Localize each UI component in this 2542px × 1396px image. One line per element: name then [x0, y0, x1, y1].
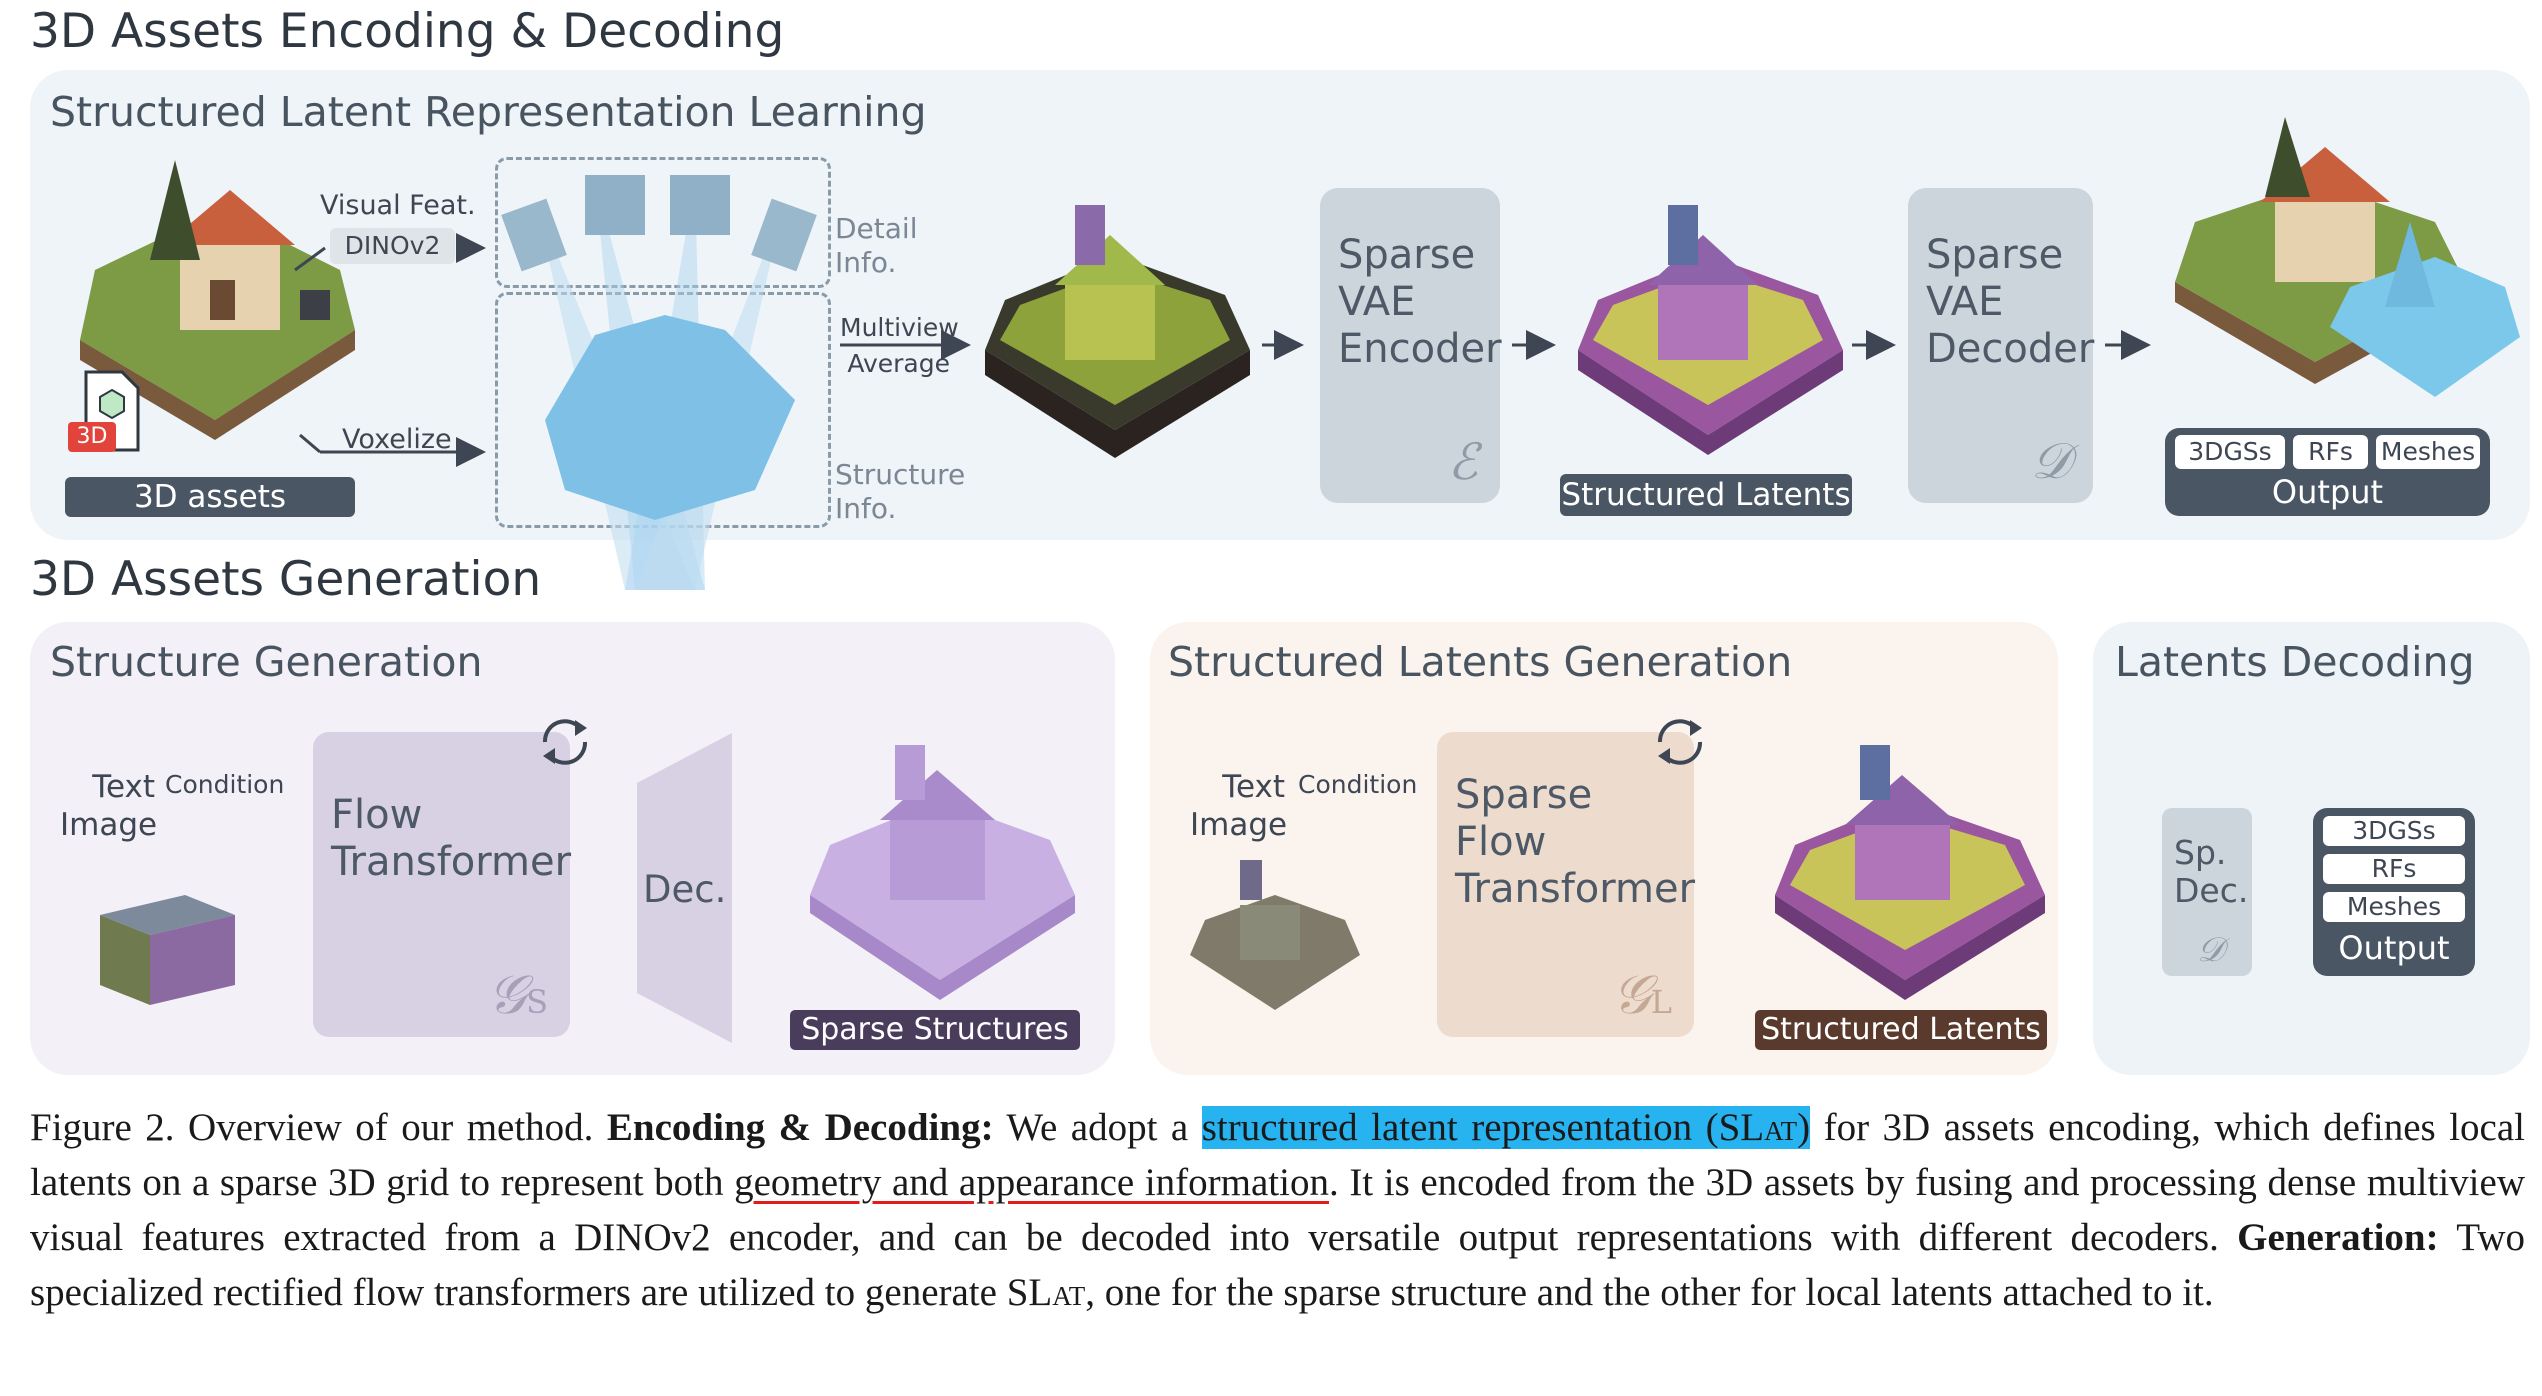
structure-input-label: Text Image [60, 768, 155, 844]
sparse-vae-decoder-box: Sparse VAE Decoder 𝒟 [1908, 188, 2093, 503]
encoder-line-3: Encoder [1338, 326, 1502, 373]
refresh-icon [1650, 712, 1710, 772]
latents-condition-label: Condition [1298, 770, 1417, 799]
voxel-feature-island-icon [975, 200, 1255, 460]
sparse-flow-line-1: Sparse [1455, 772, 1695, 819]
output-chip-meshes: Meshes [2376, 435, 2480, 469]
output-scene-icon [2165, 112, 2525, 412]
structure-dec-label: Dec. [643, 868, 726, 911]
sparse-flow-transformer-box: Sparse Flow Transformer 𝒢L [1437, 732, 1694, 1037]
gl-symbol: 𝒢L [1612, 963, 1672, 1027]
caption-bold-generation: Generation: [2237, 1216, 2438, 1259]
caption-highlight: structured latent representation (SLat) [1202, 1106, 1810, 1149]
encoder-symbol: ℰ [1448, 433, 1478, 491]
flow-transformer-line-2: Transformer [331, 839, 571, 886]
decoder-line-1: Sparse [1926, 232, 2094, 279]
encoder-line-1: Sparse [1338, 232, 1502, 279]
flow-transformer-line-1: Flow [331, 792, 571, 839]
decoding-chip-3dgs: 3DGSs [2323, 816, 2465, 846]
structured-latents-label: Structured Latents [1560, 474, 1852, 516]
decoder-line-3: Decoder [1926, 326, 2094, 373]
decoding-output-label: Output [2313, 928, 2475, 968]
decoding-chip-rfs: RFs [2323, 854, 2465, 884]
sp-dec-symbol: 𝒟 [2197, 930, 2224, 970]
output-box: 3DGSs RFs Meshes Output [2165, 428, 2490, 516]
decoder-line-2: VAE [1926, 279, 2094, 326]
sp-dec-box: Sp. Dec. 𝒟 [2162, 808, 2252, 976]
sp-dec-line-1: Sp. [2174, 834, 2248, 872]
output-chip-3dgs: 3DGSs [2175, 435, 2285, 469]
caption-underline: geometry and appearance information [734, 1161, 1329, 1204]
sparse-flow-line-3: Transformer [1455, 866, 1695, 913]
sparse-flow-line-2: Flow [1455, 819, 1695, 866]
decoding-output-box: 3DGSs RFs Meshes Output [2313, 808, 2475, 976]
decoding-panel-title: Latents Decoding [2115, 638, 2475, 686]
flow-transformer-box: Flow Transformer 𝒢S [313, 732, 570, 1037]
figure-caption: Figure 2. Overview of our method. Encodi… [30, 1100, 2525, 1320]
refresh-icon [535, 712, 595, 772]
structured-latents-island-icon [1568, 200, 1848, 460]
sparse-structure-island-icon [800, 745, 1085, 1005]
noise-cube-icon [95, 890, 240, 1010]
latents-input-label: Text Image [1190, 768, 1285, 844]
sparse-structures-label: Sparse Structures [790, 1010, 1080, 1050]
structure-panel-title: Structure Generation [50, 638, 482, 686]
decoding-chip-meshes: Meshes [2323, 892, 2465, 922]
structure-condition-label: Condition [165, 770, 284, 799]
sparse-vae-encoder-box: Sparse VAE Encoder ℰ [1320, 188, 1500, 503]
generated-latents-island-icon [1765, 745, 2055, 1005]
output-label: Output [2165, 472, 2490, 512]
caption-lead: Figure 2. Overview of our method. [30, 1106, 607, 1149]
decoder-symbol: 𝒟 [2031, 432, 2071, 491]
encoder-line-2: VAE [1338, 279, 1502, 326]
generation-section-title: 3D Assets Generation [30, 552, 541, 607]
generated-latents-label: Structured Latents [1755, 1010, 2047, 1050]
caption-bold-encoding: Encoding & Decoding: [607, 1106, 994, 1149]
output-chip-rfs: RFs [2293, 435, 2368, 469]
noisy-structure-icon [1185, 860, 1365, 1025]
sp-dec-line-2: Dec. [2174, 872, 2248, 910]
gs-symbol: 𝒢S [488, 963, 548, 1027]
latents-panel-title: Structured Latents Generation [1168, 638, 1792, 686]
